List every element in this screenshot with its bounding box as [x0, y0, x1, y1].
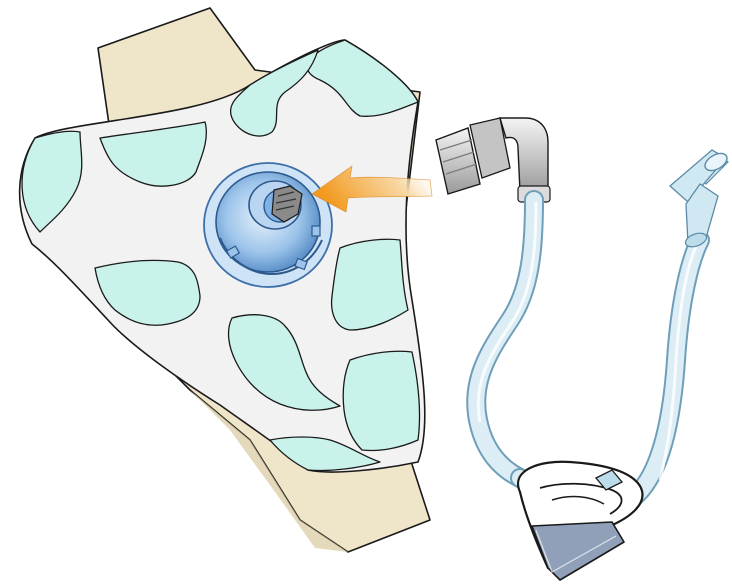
implanted-port-hub [204, 163, 332, 287]
luer-lock-connector [670, 150, 730, 249]
pinch-clamp [518, 462, 642, 580]
pad-lower-right [343, 351, 419, 450]
right-angle-connector [436, 118, 550, 202]
pad-right [332, 239, 408, 330]
